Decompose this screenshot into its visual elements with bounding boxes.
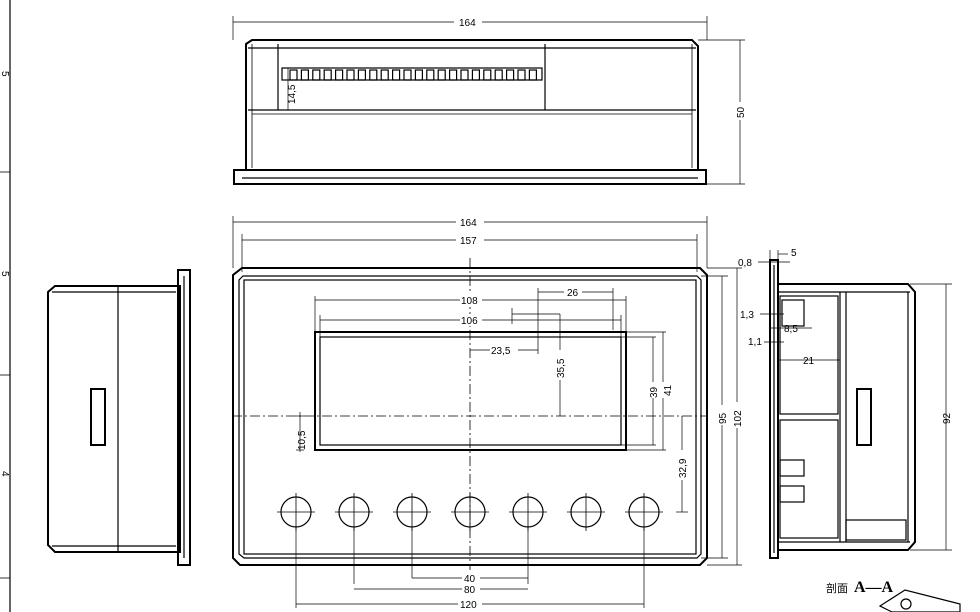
connector-pin: [403, 69, 412, 81]
connector-pin: [323, 69, 332, 81]
connector-pin: [517, 69, 526, 81]
panel-button-hole: [567, 493, 605, 531]
dim-button-span-120: 120: [460, 600, 477, 611]
dim-window-outer-width: 108: [461, 296, 478, 307]
dim-window-inner-width: 106: [461, 316, 478, 327]
dim-window-offset-23-5: 23,5: [491, 346, 511, 357]
dim-top-height: 50: [736, 106, 747, 118]
connector-pin: [449, 69, 458, 81]
dim-front-outer-height: 102: [733, 410, 744, 427]
connector-pin: [335, 69, 344, 81]
connector-pin: [506, 69, 515, 81]
connector-pin: [357, 69, 366, 81]
dim-side-8-5: 8,5: [784, 324, 798, 335]
dim-window-border-10-5: 10,5: [297, 430, 308, 450]
border-mark-3: 4: [0, 471, 10, 477]
dim-front-outer-width: 164: [460, 218, 477, 229]
connector-pin: [369, 69, 378, 81]
border-mark-2: 5: [0, 271, 10, 277]
connector-pin: [483, 69, 492, 81]
section-label: A—A: [854, 579, 894, 596]
connector-pin: [346, 69, 355, 81]
dim-top-slot: 14,5: [287, 84, 298, 104]
dim-window-center-35-5: 35,5: [556, 358, 567, 378]
connector-pin: [528, 69, 538, 81]
dim-side-0-8: 0,8: [738, 258, 752, 269]
dim-top-width: 164: [459, 18, 476, 29]
dim-front-panel-height: 95: [718, 412, 729, 424]
connector-pins: [289, 69, 538, 81]
dim-window-offset-26: 26: [567, 288, 579, 299]
dim-button-row-height: 32,9: [678, 458, 689, 478]
panel-button-hole: [451, 493, 489, 531]
section-prefix: 剖面: [826, 581, 848, 595]
connector-pin: [471, 69, 480, 81]
dim-side-1-3: 1,3: [740, 310, 754, 321]
dim-window-inner-height: 39: [649, 386, 660, 398]
connector-pin: [392, 69, 401, 81]
connector-pin: [414, 69, 423, 81]
connector-pin: [289, 69, 298, 81]
dim-side-5: 5: [791, 248, 797, 259]
border-mark-1: 5: [0, 71, 10, 77]
dim-side-height: 92: [942, 412, 953, 424]
panel-button-hole: [393, 493, 431, 531]
front-view: 164 157 108 106 26: [232, 216, 744, 611]
connector-pin: [460, 69, 469, 81]
sheet-border: 5 5 4: [0, 0, 11, 612]
panel-button-hole: [335, 493, 373, 531]
button-row: [277, 493, 663, 531]
connector-pin: [494, 69, 503, 81]
left-side-view: [47, 269, 191, 566]
top-view: 164 14,5 50: [232, 16, 747, 185]
panel-button-hole: [277, 493, 315, 531]
dim-side-21: 21: [803, 356, 815, 367]
dim-button-span-40: 40: [464, 574, 476, 585]
dim-button-span-80: 80: [464, 585, 476, 596]
connector-pin: [380, 69, 389, 81]
connector-pin: [300, 69, 309, 81]
connector-pin: [437, 69, 446, 81]
panel-button-hole: [625, 493, 663, 531]
connector-pin: [426, 69, 435, 81]
dim-window-outer-height: 41: [663, 384, 674, 396]
connector-pin: [312, 69, 321, 81]
dim-side-1-1: 1,1: [748, 337, 762, 348]
dim-front-panel-width: 157: [460, 236, 477, 247]
section-view-a-a: 0,8 5 1,3 8,5 1,1 21 92 剖面 A—A: [738, 248, 961, 612]
panel-button-hole: [509, 493, 547, 531]
